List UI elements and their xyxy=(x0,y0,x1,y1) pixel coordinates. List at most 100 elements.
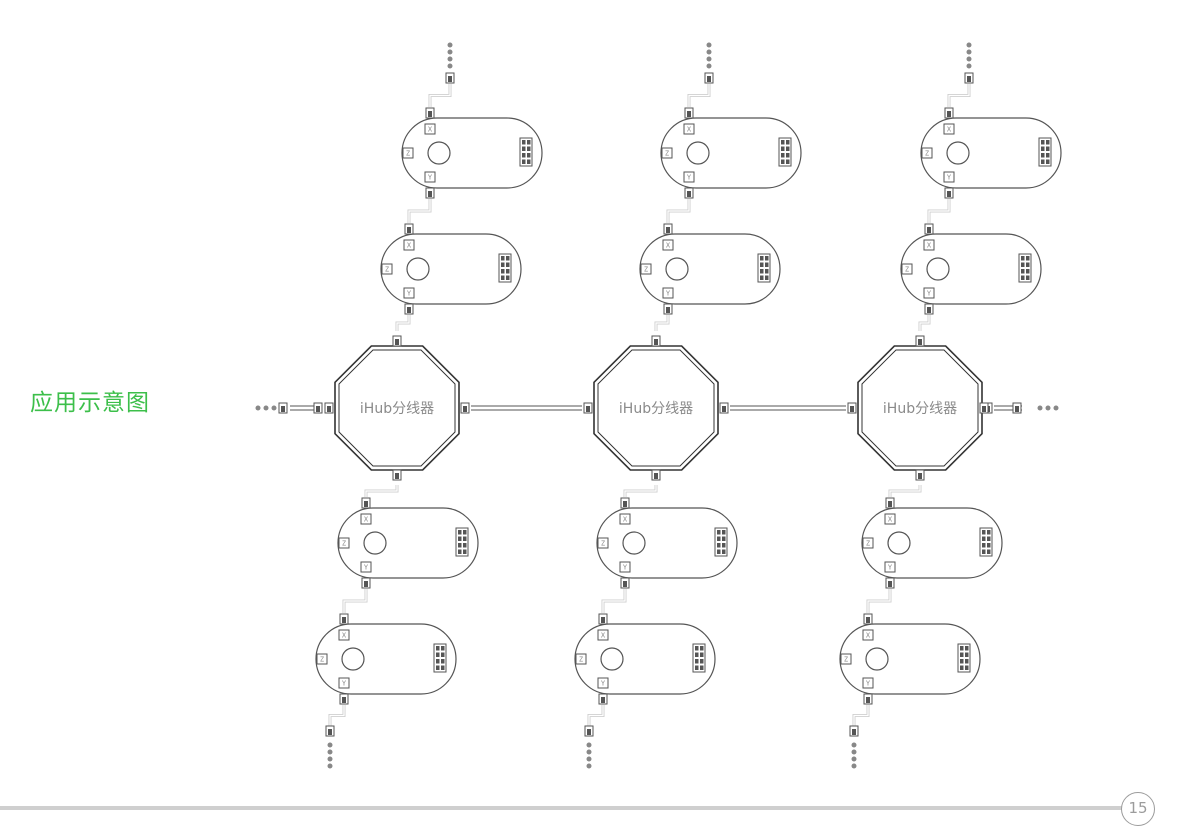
page-number: 15 xyxy=(1121,792,1155,826)
chain-connector xyxy=(964,72,974,84)
module-bottom-connector xyxy=(885,577,895,589)
module-bottom-connector xyxy=(944,187,954,199)
svg-text:X: X xyxy=(428,126,433,134)
svg-text:X: X xyxy=(666,242,671,250)
sensor-circle-icon xyxy=(600,647,624,671)
hub-inner-outline xyxy=(861,349,979,467)
ihub-splitter: iHub分线器 xyxy=(847,335,993,481)
module-top-connector xyxy=(924,223,934,235)
module-bottom-connector xyxy=(339,693,349,705)
svg-text:Y: Y xyxy=(342,680,347,688)
port-z: Z xyxy=(840,653,852,665)
sensor-circle-icon xyxy=(341,647,365,671)
svg-text:Y: Y xyxy=(947,174,952,182)
module-board xyxy=(639,233,781,305)
port-z: Z xyxy=(597,537,609,549)
hub-label: iHub分线器 xyxy=(883,401,957,417)
chain-connector xyxy=(325,725,335,737)
module-bottom-connector xyxy=(684,187,694,199)
port-y: Y xyxy=(597,677,609,689)
svg-text:X: X xyxy=(888,516,893,524)
svg-text:Z: Z xyxy=(665,150,669,158)
sensor-circle-icon xyxy=(865,647,889,671)
svg-text:Y: Y xyxy=(666,290,671,298)
continuation-dots xyxy=(327,742,333,769)
svg-text:X: X xyxy=(601,632,606,640)
hub-label: iHub分线器 xyxy=(360,401,434,417)
diagram-heading: 应用示意图 xyxy=(30,390,150,416)
svg-text:Z: Z xyxy=(342,540,346,548)
hub-outline xyxy=(334,345,460,471)
svg-text:Z: Z xyxy=(579,656,583,664)
port-x: X xyxy=(662,239,674,251)
pin-header-icon xyxy=(957,643,971,673)
module-board xyxy=(574,623,716,695)
chain-connector xyxy=(584,725,594,737)
module-board xyxy=(920,117,1062,189)
module-bottom-connector xyxy=(404,303,414,315)
continuation-dots-layer xyxy=(255,42,1059,769)
hub-link-cable xyxy=(290,405,318,411)
cable xyxy=(395,315,411,331)
module-board xyxy=(861,507,1003,579)
port-x: X xyxy=(338,629,350,641)
hub-bottom-connector xyxy=(915,469,925,481)
svg-text:Y: Y xyxy=(601,680,606,688)
svg-text:X: X xyxy=(407,242,412,250)
port-z: Z xyxy=(381,263,393,275)
hub-outline xyxy=(593,345,719,471)
hub-left-connector xyxy=(847,402,857,414)
module-board xyxy=(839,623,981,695)
port-x: X xyxy=(862,629,874,641)
svg-text:Z: Z xyxy=(844,656,848,664)
cable xyxy=(927,199,951,223)
svg-text:Z: Z xyxy=(644,266,648,274)
chain-connector-left xyxy=(278,402,288,414)
chain-connector xyxy=(979,402,989,414)
svg-text:Y: Y xyxy=(888,564,893,572)
sensor-circle-icon xyxy=(926,257,950,281)
ihub-splitter: iHub分线器 xyxy=(324,335,470,481)
continuation-dots xyxy=(851,742,857,769)
port-z: Z xyxy=(316,653,328,665)
svg-text:X: X xyxy=(927,242,932,250)
chain-connector xyxy=(445,72,455,84)
module-board xyxy=(401,117,543,189)
svg-text:Y: Y xyxy=(866,680,871,688)
pin-header-icon xyxy=(692,643,706,673)
pin-header-icon xyxy=(714,527,728,557)
sensor-circle-icon xyxy=(946,141,970,165)
sensor-module: XYZ xyxy=(337,497,479,589)
hub-right-connector xyxy=(719,402,729,414)
sensor-module: X Y Z xyxy=(380,223,522,315)
svg-text:Z: Z xyxy=(925,150,929,158)
port-y: Y xyxy=(923,287,935,299)
module-bottom-connector xyxy=(361,577,371,589)
sensor-circle-icon xyxy=(887,531,911,555)
hub-inner-outline xyxy=(597,349,715,467)
cable xyxy=(852,705,870,726)
svg-text:Y: Y xyxy=(428,174,433,182)
cable xyxy=(328,705,346,726)
links-layer xyxy=(278,72,1022,737)
svg-text:Z: Z xyxy=(385,266,389,274)
port-y: Y xyxy=(403,287,415,299)
hub-left-connector xyxy=(583,402,593,414)
sensor-module: XYZ xyxy=(861,497,1003,589)
port-x: X xyxy=(923,239,935,251)
ihub-splitter: iHub分线器 xyxy=(583,335,729,481)
sensor-module: XYZ xyxy=(920,107,1062,199)
svg-text:X: X xyxy=(342,632,347,640)
port-z: Z xyxy=(661,147,673,159)
pin-header-icon xyxy=(519,137,533,167)
sensor-circle-icon xyxy=(686,141,710,165)
sensor-module: X Y Z xyxy=(574,613,716,705)
port-z: Z xyxy=(402,147,414,159)
pin-header-icon xyxy=(1038,137,1052,167)
module-board xyxy=(900,233,1042,305)
port-x: X xyxy=(683,123,695,135)
pin-header-icon xyxy=(757,253,771,283)
module-top-connector xyxy=(684,107,694,119)
port-x: X xyxy=(403,239,415,251)
hub-right-connector xyxy=(460,402,470,414)
